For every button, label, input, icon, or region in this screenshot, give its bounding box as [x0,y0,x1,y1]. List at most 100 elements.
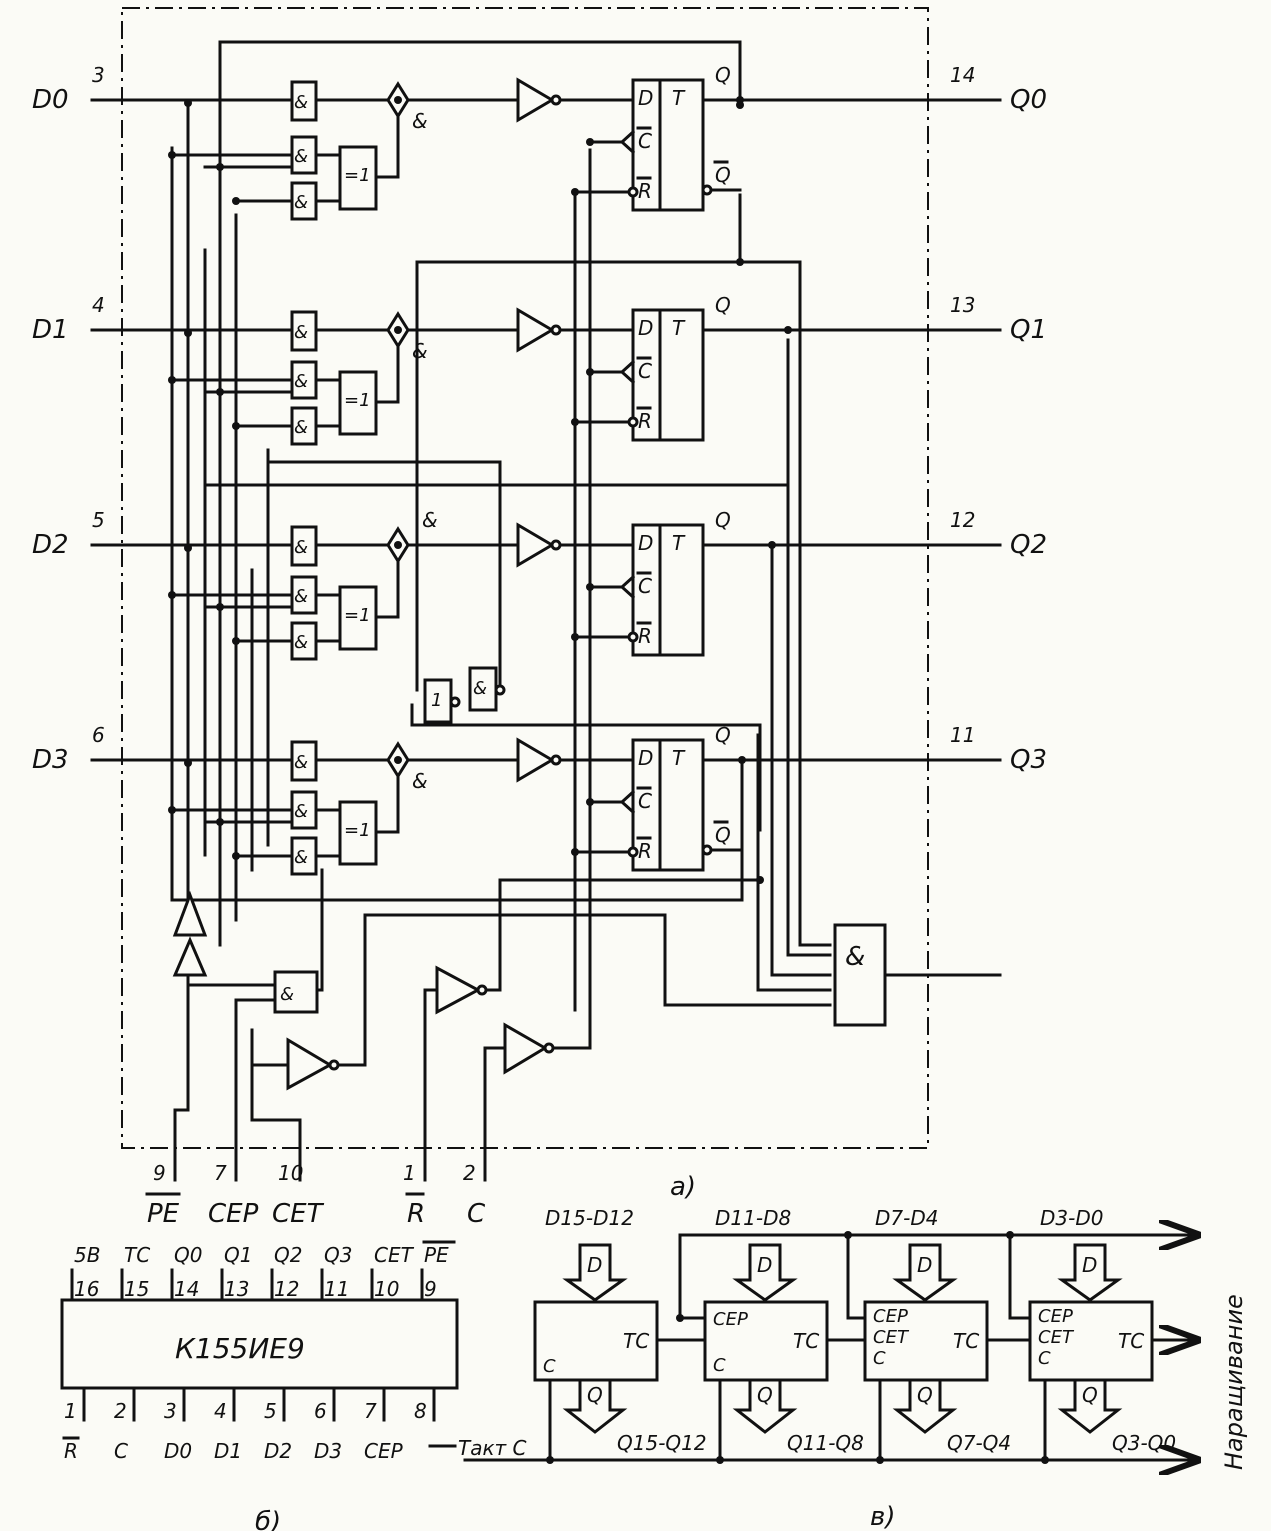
input-pin: 4 [92,293,105,317]
svg-text:D7-D4: D7-D4 [875,1206,938,1230]
svg-text:Q11-Q8: Q11-Q8 [787,1431,864,1455]
svg-text:Q: Q [715,723,731,747]
svg-text:&: & [294,417,308,438]
svg-text:&: & [294,752,308,773]
svg-text:Q: Q [715,508,731,532]
svg-text:Q: Q [715,63,731,87]
caption-c: в) [870,1502,895,1531]
svg-text:&: & [412,339,428,363]
svg-text:9: 9 [153,1161,166,1185]
svg-text:=1: =1 [344,390,371,411]
svg-text:PE: PE [424,1243,449,1267]
svg-text:T: T [672,531,686,555]
svg-text:TC: TC [124,1243,150,1267]
svg-text:CEP: CEP [208,1199,259,1229]
svg-text:C: C [543,1356,556,1377]
chip-bottom-pin-8: 8 [414,1386,436,1423]
svg-text:C: C [638,574,652,598]
svg-text:C: C [638,789,652,813]
svg-text:D1: D1 [214,1439,242,1463]
svg-text:&: & [294,146,308,167]
svg-text:&: & [412,109,428,133]
svg-text:R: R [638,839,652,863]
caption-b: б) [255,1507,281,1531]
svg-text:4: 4 [214,1399,227,1423]
svg-text:Q: Q [917,1383,933,1407]
svg-text:Q: Q [757,1383,773,1407]
input-label: D2 [32,530,69,560]
svg-text:16: 16 [74,1277,99,1301]
svg-text:C: C [114,1439,128,1463]
svg-text:CEP: CEP [364,1439,404,1463]
svg-text:6: 6 [314,1399,327,1423]
svg-text:&: & [294,322,308,343]
svg-text:&: & [294,537,308,558]
svg-text:&: & [280,984,294,1005]
extend-label: Наращивание [1220,1294,1248,1470]
svg-text:D11-D8: D11-D8 [715,1206,791,1230]
svg-text:Q15-Q12: Q15-Q12 [617,1431,707,1455]
svg-text:&: & [294,371,308,392]
svg-text:T: T [672,746,686,770]
chip-bottom-pin-4: 4D1 [214,1386,242,1463]
svg-text:=1: =1 [344,605,371,626]
svg-text:Q1: Q1 [224,1243,252,1267]
svg-text:&: & [422,508,438,532]
svg-text:T: T [672,316,686,340]
svg-text:10: 10 [278,1161,303,1185]
chip-bottom-pin-6: 6D3 [314,1386,342,1463]
svg-text:10: 10 [374,1277,399,1301]
svg-text:TC: TC [623,1329,649,1353]
chip-name: К155ИЕ9 [175,1332,305,1365]
svg-text:Q3: Q3 [324,1243,352,1267]
svg-text:7: 7 [214,1161,227,1185]
svg-text:D2: D2 [264,1439,292,1463]
svg-text:=1: =1 [344,820,371,841]
svg-text:Q: Q [715,293,731,317]
svg-text:R: R [64,1439,78,1463]
svg-text:R: R [638,179,652,203]
input-label: D3 [32,745,69,775]
svg-text:D: D [638,316,653,340]
svg-text:C: C [713,1355,726,1376]
output-label: Q3 [1010,745,1047,775]
svg-text:Q2: Q2 [274,1243,302,1267]
chip-body [60,1298,459,1390]
svg-text:Q: Q [587,1383,603,1407]
pin-1: 1R [403,1161,425,1229]
input-pin: 3 [92,63,105,87]
svg-text:C: C [873,1348,886,1369]
svg-text:D3-D0: D3-D0 [1040,1206,1103,1230]
carry-logic: 1 & [423,666,506,724]
svg-text:R: R [638,409,652,433]
output-pin: 12 [950,508,975,532]
svg-text:3: 3 [164,1399,177,1423]
input-pin: 6 [92,723,105,747]
svg-text:R: R [638,624,652,648]
svg-text:8: 8 [414,1399,427,1423]
output-pin: 11 [950,723,975,747]
svg-text:&: & [473,678,487,699]
input-label: D0 [32,85,69,115]
svg-text:CEP: CEP [713,1309,748,1330]
svg-text:14: 14 [174,1277,199,1301]
svg-text:D: D [917,1253,932,1277]
svg-text:D0: D0 [164,1439,192,1463]
svg-text:1: 1 [403,1161,416,1185]
svg-text:PE: PE [147,1199,180,1229]
svg-text:D: D [1082,1253,1097,1277]
svg-text:D: D [638,86,653,110]
svg-text:&: & [412,769,428,793]
